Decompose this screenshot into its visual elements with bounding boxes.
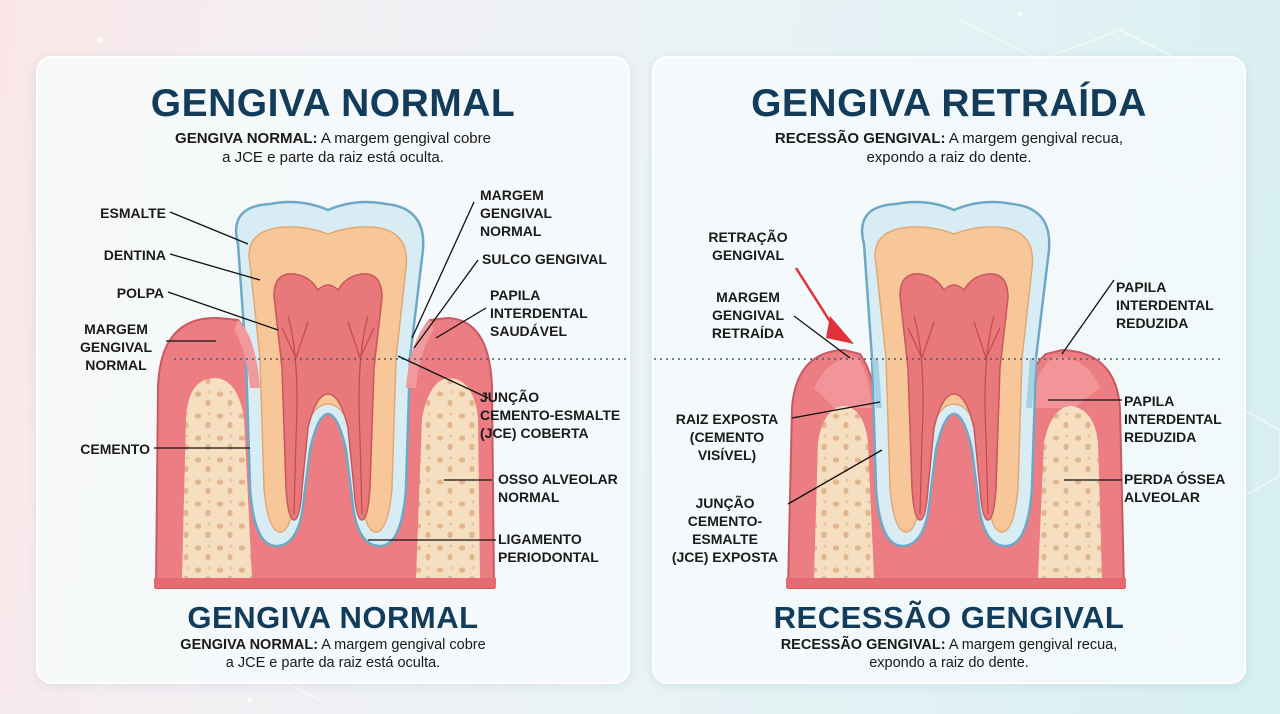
label-esmalte: ESMALTE	[100, 205, 166, 221]
bottom-subtitle-line1: A margem gengival recua,	[945, 637, 1118, 653]
alveolar-bone-right	[1038, 406, 1102, 578]
bottom-subtitle-bold: GENGIVA NORMAL:	[180, 637, 319, 653]
alveolar-bone-right	[416, 378, 480, 578]
panel-title: GENGIVA NORMAL	[150, 82, 516, 125]
subtitle-line2: expondo a raiz do dente.	[866, 149, 1032, 166]
gingival-margin-right	[406, 320, 434, 388]
bottom-title: GENGIVA NORMAL	[187, 600, 479, 635]
bottom-subtitle: GENGIVA NORMAL: A margem gengival cobre …	[38, 636, 628, 672]
label-polpa: POLPA	[116, 285, 164, 301]
bottom-subtitle-bold: RECESSÃO GENGIVAL:	[780, 637, 946, 653]
label-jce-coberta: JUNÇÃO CEMENTO-ESMALTE (JCE) COBERTA	[480, 389, 621, 441]
subtitle-bold: GENGIVA NORMAL:	[175, 130, 318, 147]
inflamed-margin-left	[814, 357, 872, 408]
panel-subtitle: GENGIVA NORMAL: A margem gengival cobre …	[38, 129, 628, 167]
subtitle-bold: RECESSÃO GENGIVAL:	[774, 130, 946, 147]
label-papila-reduzida-2: PAPILA INTERDENTAL REDUZIDA	[1124, 393, 1222, 445]
label-dentina: DENTINA	[103, 247, 166, 263]
label-papila-reduzida-1: PAPILA INTERDENTAL REDUZIDA	[1116, 279, 1214, 331]
bottom-subtitle-line1: A margem gengival cobre	[318, 637, 486, 653]
exposed-cementum-right	[1026, 358, 1036, 408]
alveolar-bone-left	[814, 406, 874, 578]
exposed-cementum-left	[872, 358, 882, 408]
label-margem-retraida: MARGEM GENGIVAL RETRAÍDA	[711, 289, 785, 341]
panel-receded-gum: GENGIVA RETRAÍDA RECESSÃO GENGIVAL: A ma…	[652, 56, 1246, 684]
label-osso-normal: OSSO ALVEOLAR NORMAL	[498, 471, 618, 505]
label-jce-exposta: JUNÇÃO CEMENTO- ESMALTE (JCE) EXPOSTA	[671, 495, 779, 565]
label-margem-normal-left: MARGEM GENGIVAL NORMAL	[79, 321, 153, 373]
label-papila-saudavel: PAPILA INTERDENTAL SAUDÁVEL	[490, 287, 588, 339]
panel-subtitle: RECESSÃO GENGIVAL: A margem gengival rec…	[654, 129, 1244, 167]
label-retracao: RETRAÇÃO GENGIVAL	[708, 229, 788, 263]
jaw-base	[154, 578, 496, 588]
bottom-subtitle: RECESSÃO GENGIVAL: A margem gengival rec…	[654, 636, 1244, 672]
subtitle-line1: A margem gengival recua,	[945, 130, 1124, 147]
bottom-subtitle-line2: a JCE e parte da raiz está oculta.	[225, 655, 441, 671]
label-perda-ossea: PERDA ÓSSEA ALVEOLAR	[1124, 471, 1226, 505]
bottom-subtitle-line2: expondo a raiz do dente.	[869, 655, 1029, 671]
alveolar-bone-left	[182, 378, 252, 578]
subtitle-line1: A margem gengival cobre	[317, 130, 491, 147]
pulp	[899, 273, 1009, 521]
inflamed-margin-right	[1032, 357, 1100, 408]
pulp	[273, 273, 383, 521]
recession-arrow-head	[826, 316, 854, 344]
label-raiz-exposta: RAIZ EXPOSTA (CEMENTO VISÍVEL)	[675, 411, 779, 463]
jaw-base	[786, 578, 1126, 588]
label-margem-normal-right: MARGEM GENGIVAL NORMAL	[480, 187, 553, 239]
panel-normal-gum: GENGIVA NORMAL GENGIVA NORMAL: A margem …	[36, 56, 630, 684]
receded-tooth-illustration	[654, 200, 1224, 589]
label-cemento: CEMENTO	[80, 441, 150, 457]
panel-title: GENGIVA RETRAÍDA	[751, 82, 1147, 125]
label-ligamento: LIGAMENTO PERIODONTAL	[498, 531, 599, 565]
gingival-margin-left	[234, 320, 260, 388]
normal-tooth-illustration	[154, 200, 628, 589]
bottom-title: RECESSÃO GENGIVAL	[773, 600, 1125, 635]
label-sulco: SULCO GENGIVAL	[482, 251, 607, 267]
subtitle-line2: a JCE e parte da raiz está oculta.	[222, 149, 444, 166]
